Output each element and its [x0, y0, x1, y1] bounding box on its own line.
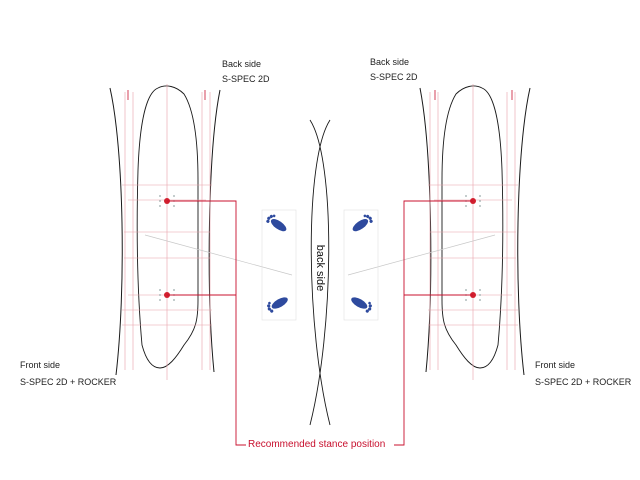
right-gray-diagonal [347, 234, 496, 276]
left-insert-marks-bottom [159, 289, 175, 301]
left-gray-diagonal [144, 234, 293, 276]
left-board-group [109, 84, 293, 446]
right-front-model-label: S-SPEC 2D + ROCKER [535, 377, 632, 387]
right-connector-top [394, 200, 473, 446]
left-insert-marks-top [159, 195, 175, 207]
center-board-group [261, 119, 379, 426]
left-back-side-label: Back side [222, 59, 262, 69]
left-front-model-label: S-SPEC 2D + ROCKER [20, 377, 117, 387]
right-board-outline [441, 85, 504, 369]
left-outer-rail-right [208, 89, 221, 373]
center-back-side-label: back side [314, 244, 326, 292]
right-foot-area [343, 209, 379, 321]
recommended-stance-label: Recommended stance position [248, 439, 386, 450]
left-back-model-label: S-SPEC 2D [222, 74, 270, 84]
right-front-side-label: Front side [535, 360, 576, 370]
right-outer-rail-right [517, 87, 531, 376]
footprint-icon-right-bottom [351, 297, 372, 313]
right-outer-rail-left [419, 87, 432, 373]
footprint-icon-left-bottom [267, 297, 288, 313]
center-crossed-outline-b [310, 119, 331, 426]
left-connector-top [167, 200, 246, 446]
right-back-model-label: S-SPEC 2D [370, 72, 418, 82]
center-crossed-outline-a [309, 119, 330, 426]
footprint-icon-left-top [266, 214, 287, 232]
right-board-group [347, 84, 531, 446]
left-front-side-label: Front side [20, 360, 61, 370]
left-board-outline [136, 85, 199, 369]
right-back-side-label: Back side [370, 57, 410, 67]
footprint-icon-right-top [352, 214, 373, 232]
left-outer-rail-left [109, 87, 123, 376]
left-foot-area [261, 209, 297, 321]
